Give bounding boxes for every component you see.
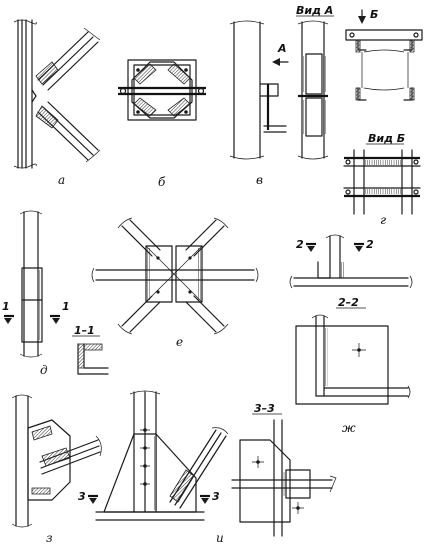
panel-e: е [91, 217, 259, 349]
panel-zh-cut-right: 2 [366, 238, 374, 251]
panel-d-section-title: 1–1 [74, 324, 95, 337]
panel-d: 1 1 1–1 д [2, 210, 109, 377]
panel-z-label: з [46, 531, 53, 545]
panel-d-label: д [40, 363, 48, 377]
panel-d-cut-right: 1 [62, 300, 70, 313]
panel-v-view-title: Вид А [296, 4, 333, 17]
panel-i-cut-right: 3 [212, 490, 220, 503]
panel-g-label: г [380, 213, 386, 227]
panel-d-cut-left: 1 [2, 300, 10, 313]
panel-v-arrow-letter: А [277, 42, 287, 55]
panel-g-view-title: Вид Б [368, 132, 405, 145]
panel-i-label: и [216, 531, 224, 545]
panel-g-arrow-letter: Б [370, 8, 378, 21]
panel-g: Б Вид Б г [343, 8, 423, 227]
panel-i-section-title: 3–3 [254, 402, 275, 415]
panel-zh-label: ж [342, 421, 356, 435]
panel-z: з [11, 394, 102, 545]
panel-zh-cut-left: 2 [296, 238, 304, 251]
panel-b-label: б [158, 175, 166, 189]
panel-v-label: в [256, 173, 263, 187]
panel-i-cut-left: 3 [78, 490, 86, 503]
panel-e-label: е [176, 335, 183, 349]
panel-a-label: а [58, 173, 65, 187]
panel-a: а [13, 19, 101, 187]
panel-i: 3 3 3–3 и [78, 390, 337, 545]
panel-b: б [118, 59, 206, 189]
panel-zh: 2 2 2–2 ж [289, 234, 413, 435]
panel-v: А Вид А в [229, 4, 334, 187]
panel-zh-section-title: 2–2 [338, 296, 359, 309]
